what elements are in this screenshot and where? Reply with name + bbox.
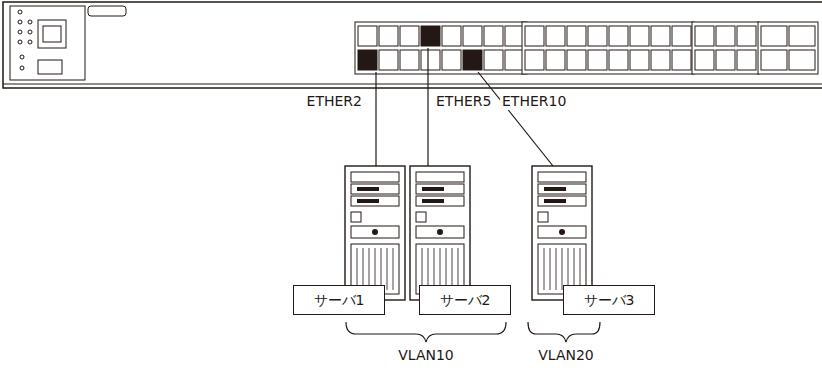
- port: [358, 50, 377, 70]
- port: [505, 50, 524, 70]
- server-name: サーバ2: [440, 292, 491, 309]
- port: [588, 50, 607, 70]
- vlan-label: VLAN20: [536, 347, 596, 364]
- port: [761, 50, 787, 70]
- port: [651, 50, 670, 70]
- port: [505, 26, 524, 46]
- port: [630, 26, 649, 46]
- port: [567, 50, 586, 70]
- port: [379, 26, 398, 46]
- port: [358, 26, 377, 46]
- port: [789, 26, 815, 46]
- port-label: ETHER2: [305, 93, 364, 110]
- server-label-box: サーバ3: [563, 285, 655, 315]
- port: [695, 26, 714, 46]
- server-label-box: サーバ1: [293, 285, 385, 315]
- port: [789, 50, 815, 70]
- port: [442, 50, 461, 70]
- port: [355, 22, 527, 74]
- port: [630, 50, 649, 70]
- port: [716, 50, 735, 70]
- port: [588, 26, 607, 46]
- port: [737, 26, 756, 46]
- port-label: ETHER10: [500, 93, 568, 110]
- port: [758, 22, 818, 74]
- port: [463, 50, 482, 70]
- port: [484, 50, 503, 70]
- port: [400, 26, 419, 46]
- port: [716, 26, 735, 46]
- port: [463, 26, 482, 46]
- port: [525, 50, 544, 70]
- port: [442, 26, 461, 46]
- port: [567, 26, 586, 46]
- port-label: ETHER5: [434, 93, 493, 110]
- port: [421, 26, 440, 46]
- port: [484, 26, 503, 46]
- port: [546, 26, 565, 46]
- port: [695, 50, 714, 70]
- server-name: サーバ1: [314, 292, 365, 309]
- vlan-label: VLAN10: [396, 347, 456, 364]
- server-name: サーバ3: [584, 292, 635, 309]
- port: [672, 50, 691, 70]
- port: [672, 26, 691, 46]
- port: [421, 50, 440, 70]
- port: [737, 50, 756, 70]
- port: [379, 50, 398, 70]
- port: [525, 26, 544, 46]
- port: [522, 22, 694, 74]
- port: [761, 26, 787, 46]
- port: [692, 22, 759, 74]
- server-label-box: サーバ2: [419, 285, 511, 315]
- port: [546, 50, 565, 70]
- port: [609, 26, 628, 46]
- port: [651, 26, 670, 46]
- port: [400, 50, 419, 70]
- port: [609, 50, 628, 70]
